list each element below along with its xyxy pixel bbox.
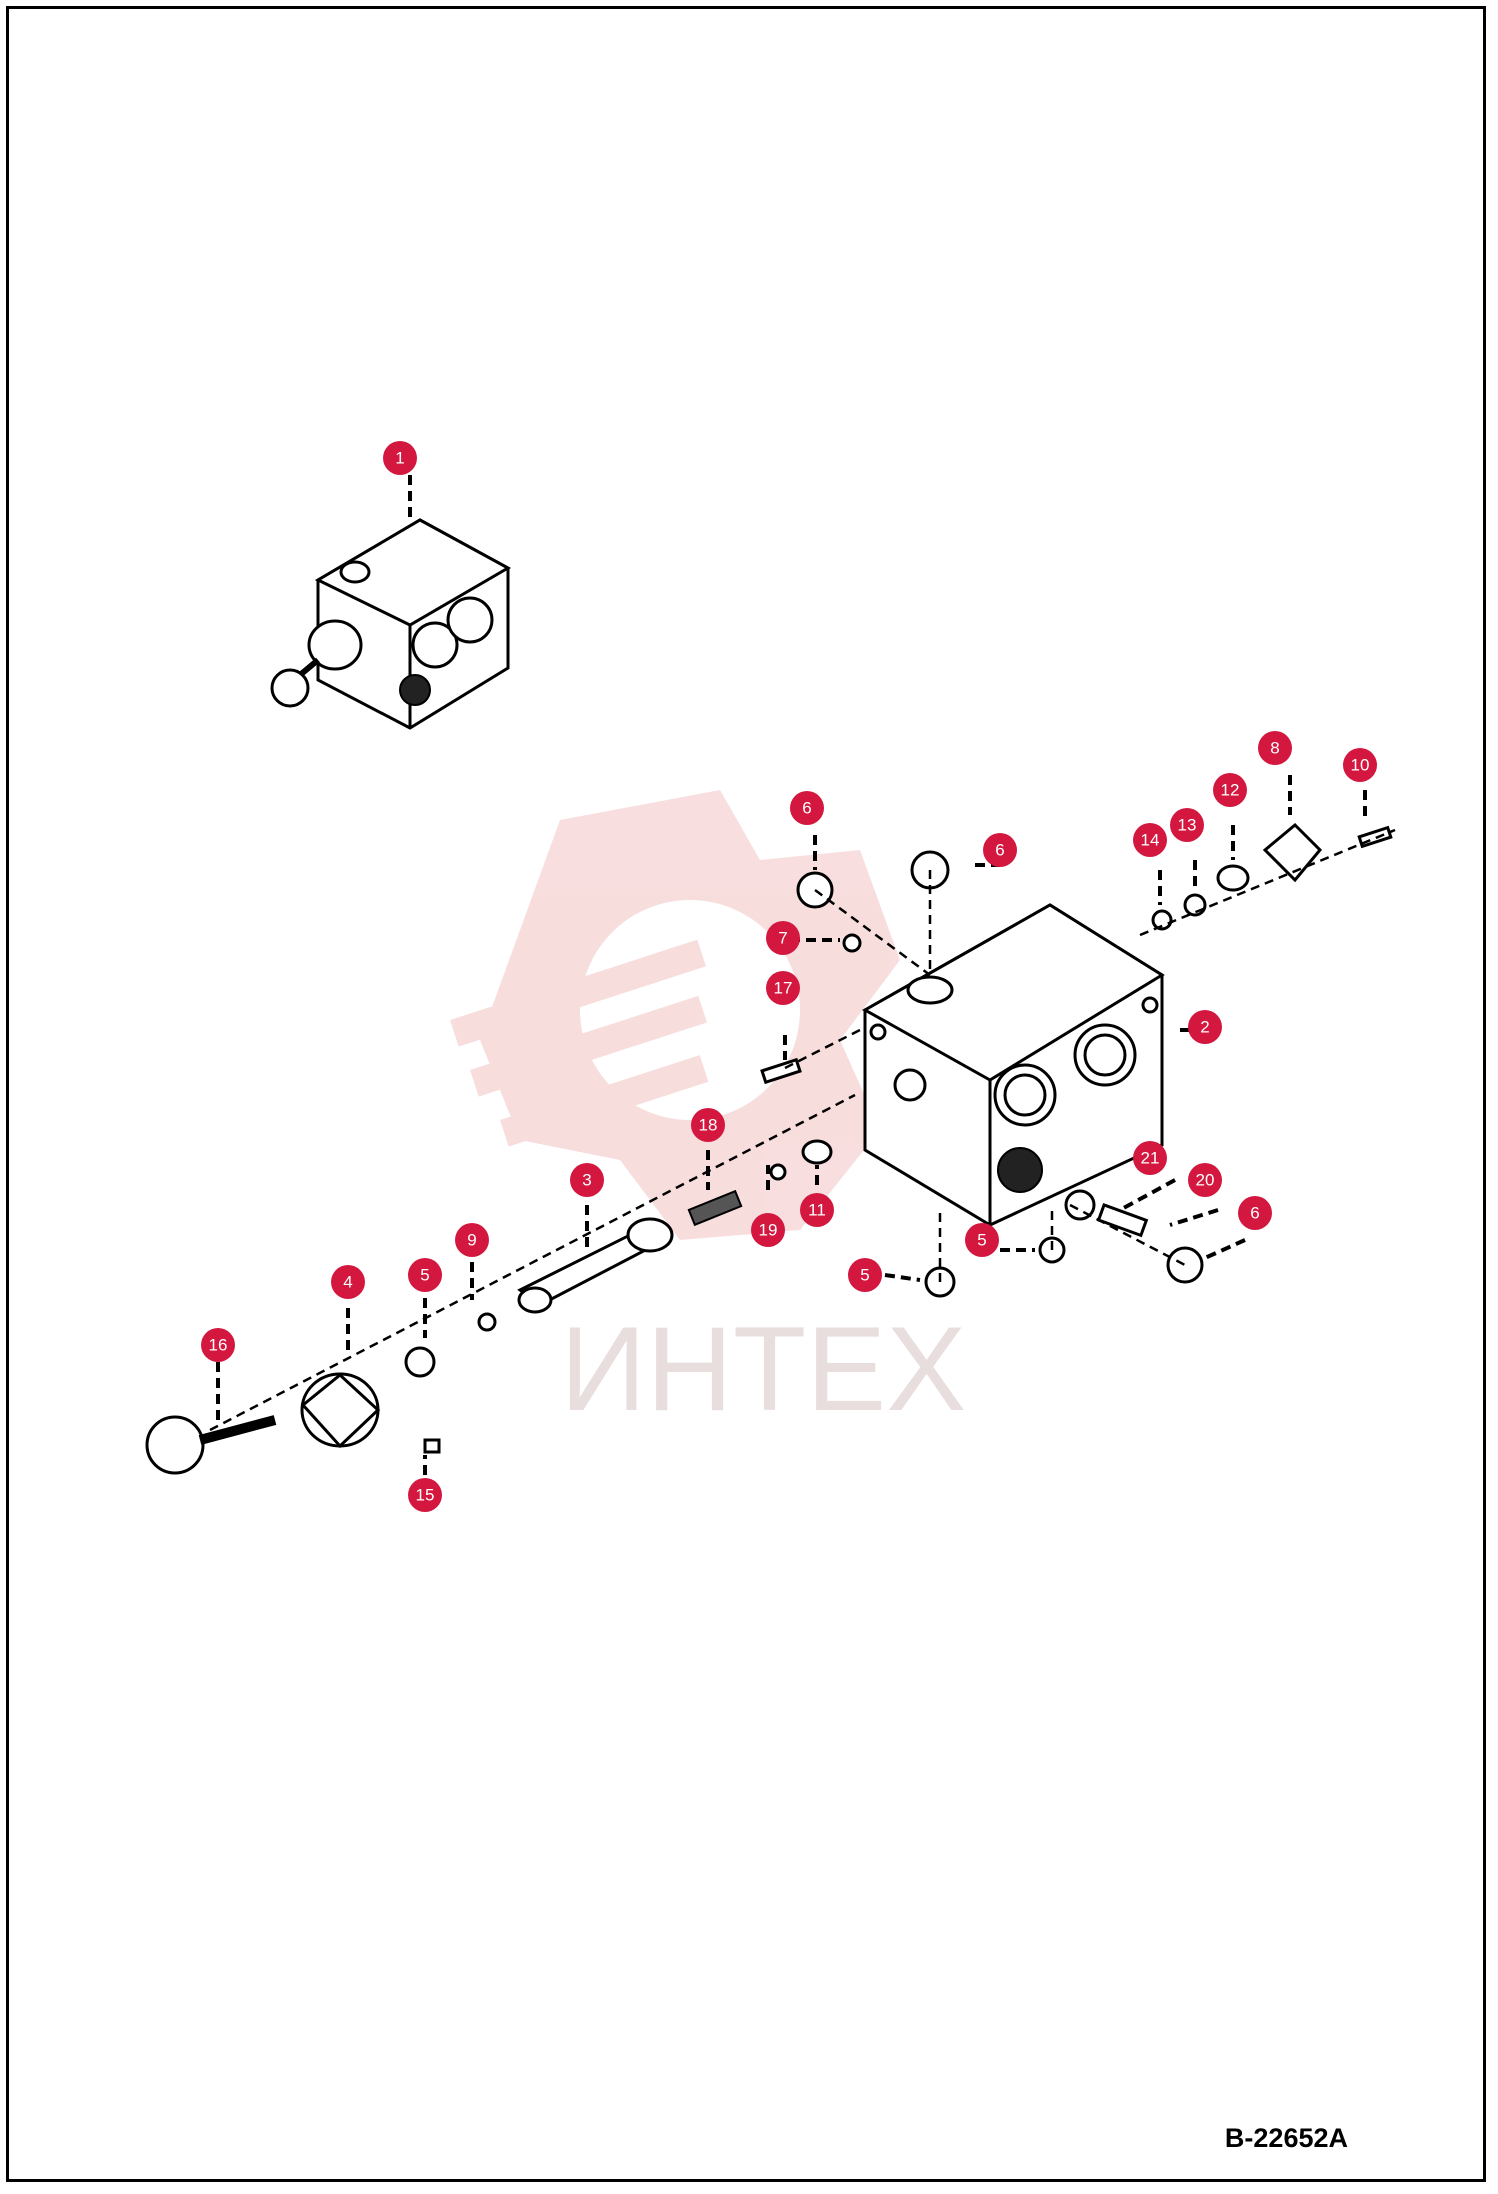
leader — [1204, 1238, 1246, 1260]
callout-14: 14 — [1133, 823, 1167, 857]
o-ring-9 — [477, 1312, 497, 1332]
callout-6c: 6 — [1238, 1196, 1272, 1230]
callout-4: 4 — [331, 1265, 365, 1299]
spool-assembly — [517, 1217, 674, 1314]
svg-text:11: 11 — [808, 1201, 826, 1220]
drawing-number: B-22652A — [1224, 2123, 1348, 2153]
svg-text:15: 15 — [416, 1486, 435, 1505]
o-ring-14 — [1151, 909, 1173, 931]
o-ring-13 — [1183, 893, 1207, 917]
callout-18: 18 — [691, 1108, 725, 1142]
svg-text:5: 5 — [860, 1266, 869, 1285]
svg-text:12: 12 — [1221, 781, 1240, 800]
svg-text:14: 14 — [1141, 831, 1160, 850]
callout-5a: 5 — [408, 1258, 442, 1292]
assembly-line — [1069, 1203, 1186, 1267]
knob — [145, 1415, 205, 1475]
o-ring-21 — [1064, 1189, 1096, 1221]
svg-text:19: 19 — [759, 1221, 778, 1240]
svg-text:6: 6 — [995, 841, 1004, 860]
fitting-6c — [1166, 1246, 1204, 1284]
callout-1: 1 — [383, 441, 417, 475]
seal-12 — [1216, 864, 1250, 892]
callout-6b: 6 — [983, 833, 1017, 867]
svg-text:13: 13 — [1178, 816, 1197, 835]
callout-16: 16 — [201, 1328, 235, 1362]
pin-20 — [1096, 1203, 1149, 1238]
seal-11 — [801, 1139, 833, 1165]
svg-text:3: 3 — [582, 1171, 591, 1190]
callout-8: 8 — [1258, 731, 1292, 765]
callout-10: 10 — [1343, 748, 1377, 782]
callout-3: 3 — [570, 1163, 604, 1197]
callout-17: 17 — [766, 971, 800, 1005]
cover-8 — [1262, 822, 1323, 883]
assembly-line — [209, 1093, 856, 1432]
svg-text:5: 5 — [420, 1266, 429, 1285]
callout-5c: 5 — [965, 1223, 999, 1257]
svg-text:9: 9 — [467, 1231, 476, 1250]
callout-21: 21 — [1133, 1141, 1167, 1175]
valve-body — [861, 903, 1165, 1227]
callout-9: 9 — [455, 1223, 489, 1257]
svg-text:2: 2 — [1200, 1018, 1209, 1037]
leader — [884, 1273, 921, 1282]
svg-text:16: 16 — [209, 1336, 228, 1355]
o-ring-19 — [769, 1163, 787, 1181]
callout-2: 2 — [1188, 1010, 1222, 1044]
svg-text:20: 20 — [1196, 1171, 1215, 1190]
callout-19: 19 — [751, 1213, 785, 1247]
drawing-frame — [6, 6, 1486, 2182]
callout-13: 13 — [1170, 808, 1204, 842]
svg-text:17: 17 — [774, 979, 793, 998]
svg-text:5: 5 — [977, 1231, 986, 1250]
leader — [1119, 1178, 1176, 1212]
leader — [1169, 1208, 1219, 1227]
assembly-line — [814, 888, 931, 977]
svg-text:21: 21 — [1141, 1149, 1160, 1168]
callout-15: 15 — [408, 1478, 442, 1512]
callout-5b: 5 — [848, 1258, 882, 1292]
callout-7: 7 — [766, 921, 800, 955]
svg-text:6: 6 — [802, 799, 811, 818]
assembly-line — [1139, 828, 1396, 937]
set-screw-15 — [423, 1438, 441, 1454]
callout-6a: 6 — [790, 791, 824, 825]
assembled-valve — [270, 518, 512, 730]
handle-shaft — [198, 1415, 277, 1445]
plug-5a — [404, 1346, 436, 1378]
svg-text:10: 10 — [1351, 756, 1370, 775]
callout-11: 11 — [800, 1193, 834, 1227]
spring — [687, 1189, 743, 1227]
svg-text:4: 4 — [343, 1273, 352, 1292]
svg-text:8: 8 — [1270, 739, 1279, 758]
watermark-logo — [449, 790, 900, 1240]
watermark-text: ИНТЕХ — [560, 1302, 966, 1436]
callout-12: 12 — [1213, 773, 1247, 807]
callout-20: 20 — [1188, 1163, 1222, 1197]
svg-text:18: 18 — [699, 1116, 718, 1135]
cap-side — [300, 1373, 381, 1449]
svg-text:6: 6 — [1250, 1204, 1259, 1223]
svg-text:7: 7 — [778, 929, 787, 948]
svg-text:1: 1 — [395, 449, 404, 468]
o-ring-7 — [842, 933, 862, 953]
